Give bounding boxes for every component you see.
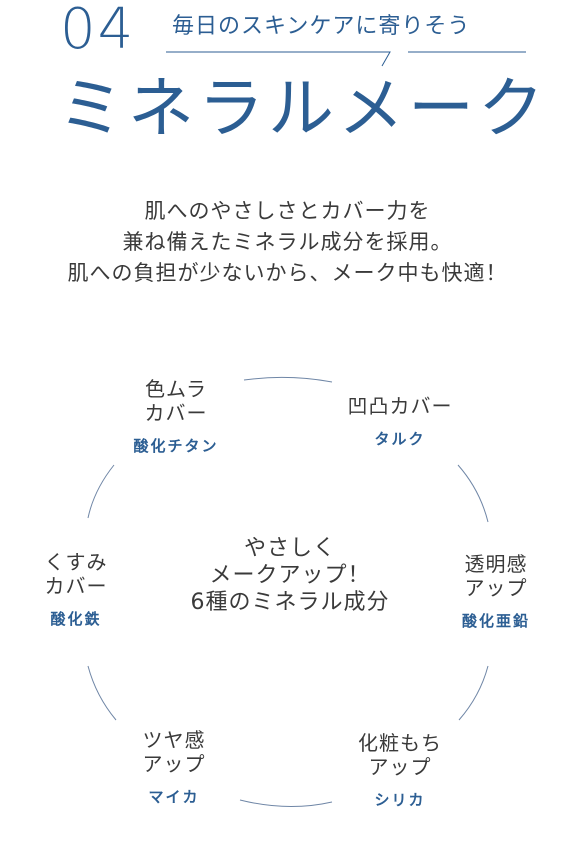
mineral-name: 酸化鉄 [50,610,102,628]
benefit-label-line: カバー [44,574,108,598]
benefit-label-line: アップ [142,752,206,776]
arc-top [243,376,333,383]
benefit-label: ツヤ感 アップ [104,728,244,776]
header: 04 毎日のスキンケアに寄りそう ミネラルメーク [0,0,575,170]
arc-bottom-left [87,665,117,721]
center-line: やさしく [243,536,336,561]
benefit-label: 化粧もち アップ [330,731,470,779]
page-title: ミネラルメーク [58,70,548,147]
benefit-item-texture-cover: 凹凸カバー タルク [330,394,470,448]
benefit-label-line: 色ムラ [145,377,207,401]
benefit-item-clarity-up: 透明感 アップ 酸化亜鉛 [426,552,566,630]
description-line: 肌への負担が少ないから、メーク中も快適！ [67,261,508,285]
description-line: 肌へのやさしさとカバー力を [144,199,431,223]
mineral-name: シリカ [374,791,426,809]
mineral-name: 酸化亜鉛 [461,612,530,630]
arc-bottom [239,799,333,807]
benefit-label-line: カバー [144,401,208,425]
center-line: 6種のミネラル成分 [190,590,390,615]
benefit-label-line: 化粧もち [358,731,442,755]
arc-top-right [457,464,489,523]
benefit-label-line: ツヤ感 [142,728,206,752]
benefit-label-line: アップ [368,755,432,779]
mineral-name: マイカ [148,788,200,806]
benefit-label-line: アップ [464,576,528,600]
benefit-label-line: くすみ [44,550,108,574]
benefit-label-line: 透明感 [464,552,528,576]
arc-top-left [87,464,115,519]
benefit-label-line: 凹凸カバー [347,394,453,418]
benefit-item-gloss-up: ツヤ感 アップ マイカ [104,728,244,806]
tagline: 毎日のスキンケアに寄りそう [172,14,471,39]
benefit-item-dullness-cover: くすみ カバー 酸化鉄 [6,550,146,628]
benefit-label: 透明感 アップ [426,552,566,600]
benefit-label: 凹凸カバー [330,394,470,418]
arc-bottom-right [458,665,489,721]
benefit-label: 色ムラ カバー [106,377,246,425]
tagline-underline [166,51,526,67]
benefit-item-tone-cover: 色ムラ カバー 酸化チタン [106,377,246,455]
description-line: 兼ね備えたミネラル成分を採用。 [122,230,453,254]
section-number: 04 [60,0,136,62]
mineral-name: 酸化チタン [133,437,219,455]
center-line: メークアップ！ [209,563,371,588]
mineral-name: タルク [374,430,426,448]
benefit-label: くすみ カバー [6,550,146,598]
description: 肌へのやさしさとカバー力を 兼ね備えたミネラル成分を採用。 肌への負担が少ないか… [0,196,575,289]
benefit-item-wear-up: 化粧もち アップ シリカ [330,731,470,809]
center-message: やさしく メークアップ！ 6種のミネラル成分 [140,535,440,616]
